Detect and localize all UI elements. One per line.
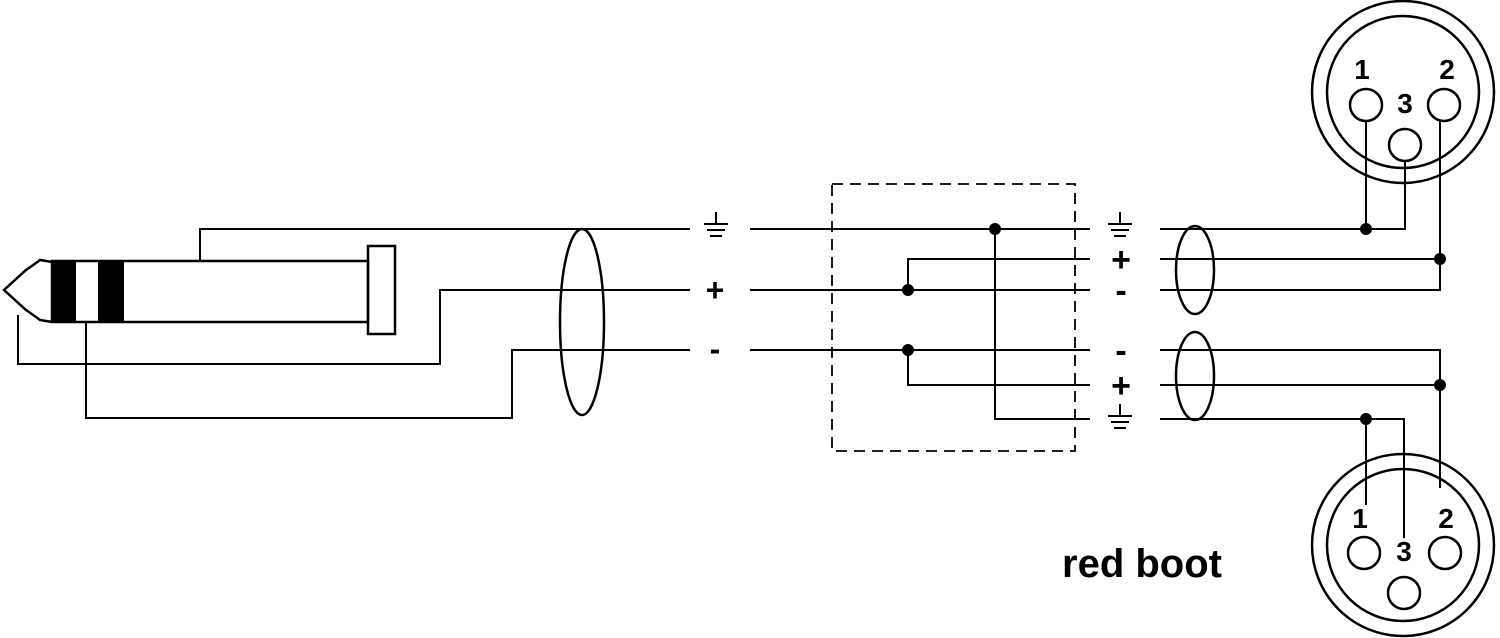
jack-minus-label: - — [710, 331, 721, 367]
wire-splitter-plus-branch — [907, 258, 1090, 290]
wire-jack-ring-minus — [85, 322, 690, 419]
wire-bottom-minus — [1160, 349, 1441, 385]
cable-shield-ellipse-top — [1174, 224, 1216, 316]
cable-shield-ellipse-left — [558, 227, 606, 417]
xlr-bottom-pin2-socket — [1427, 535, 1463, 571]
splitter-box — [750, 183, 1090, 452]
xlr-connector-bottom: 1 2 3 — [1310, 379, 1496, 638]
jack-wiring — [17, 227, 690, 419]
xlr-top-pin3-wire — [1366, 161, 1406, 230]
ground-symbol-left — [704, 212, 728, 237]
junction-dot — [1434, 379, 1446, 391]
junction-dot — [1434, 253, 1446, 265]
jack-plus-label: + — [706, 272, 725, 308]
output-cables — [1160, 224, 1441, 422]
ground-symbol-right-top — [1108, 212, 1132, 237]
xlr-bottom-pin2-label: 2 — [1438, 503, 1454, 534]
jack-tip-insulator-ring — [52, 261, 76, 322]
ground-symbol-right-bottom — [1108, 404, 1132, 429]
xlr-bottom-pin1-label: 1 — [1352, 503, 1368, 534]
xlr-top-inner-ring — [1325, 14, 1481, 170]
xlr-bottom-pin3-label: 3 — [1396, 536, 1412, 567]
wire-top-minus — [1160, 259, 1441, 291]
xlr-bottom-pin3-wire — [1366, 418, 1405, 538]
wire-splitter-minus-branch — [907, 350, 1090, 386]
split-top-minus-label: - — [1115, 272, 1126, 310]
jack-collar — [366, 244, 397, 336]
junction-dot — [1360, 223, 1372, 235]
xlr-top-pin1-socket — [1348, 87, 1384, 123]
xlr-bottom-pin1-socket — [1346, 535, 1382, 571]
wire-jack-tip-plus — [17, 289, 690, 365]
xlr-top-pin1-label: 1 — [1354, 54, 1370, 85]
junction-dot — [989, 223, 1001, 235]
xlr-bottom-pin3-socket — [1386, 575, 1422, 611]
split-bottom-plus-label: + — [1111, 367, 1131, 405]
red-boot-caption: red boot — [1062, 542, 1222, 586]
splitter-dashed-outline — [831, 183, 1076, 452]
wire-splitter-ground-branch — [994, 229, 1090, 420]
xlr-top-outer-ring — [1310, 0, 1496, 185]
stereo-jack-plug — [2, 244, 397, 336]
xlr-top-pin3-label: 3 — [1397, 88, 1413, 119]
split-bottom-minus-label: - — [1115, 332, 1126, 370]
junction-dot — [902, 344, 914, 356]
xlr-top-pin3-socket — [1387, 127, 1423, 163]
xlr-top-pin2-label: 2 — [1439, 54, 1455, 85]
split-top-plus-label: + — [1111, 241, 1131, 279]
xlr-connector-top: 1 2 3 — [1310, 0, 1496, 265]
jack-ring-insulator — [98, 261, 124, 322]
junction-dot — [1360, 413, 1372, 425]
junction-dot — [902, 284, 914, 296]
jack-tip-outline — [2, 258, 53, 324]
xlr-top-pin2-socket — [1426, 87, 1462, 123]
wire-jack-sleeve-ground — [199, 228, 690, 261]
cable-shield-ellipse-bottom — [1174, 330, 1216, 422]
